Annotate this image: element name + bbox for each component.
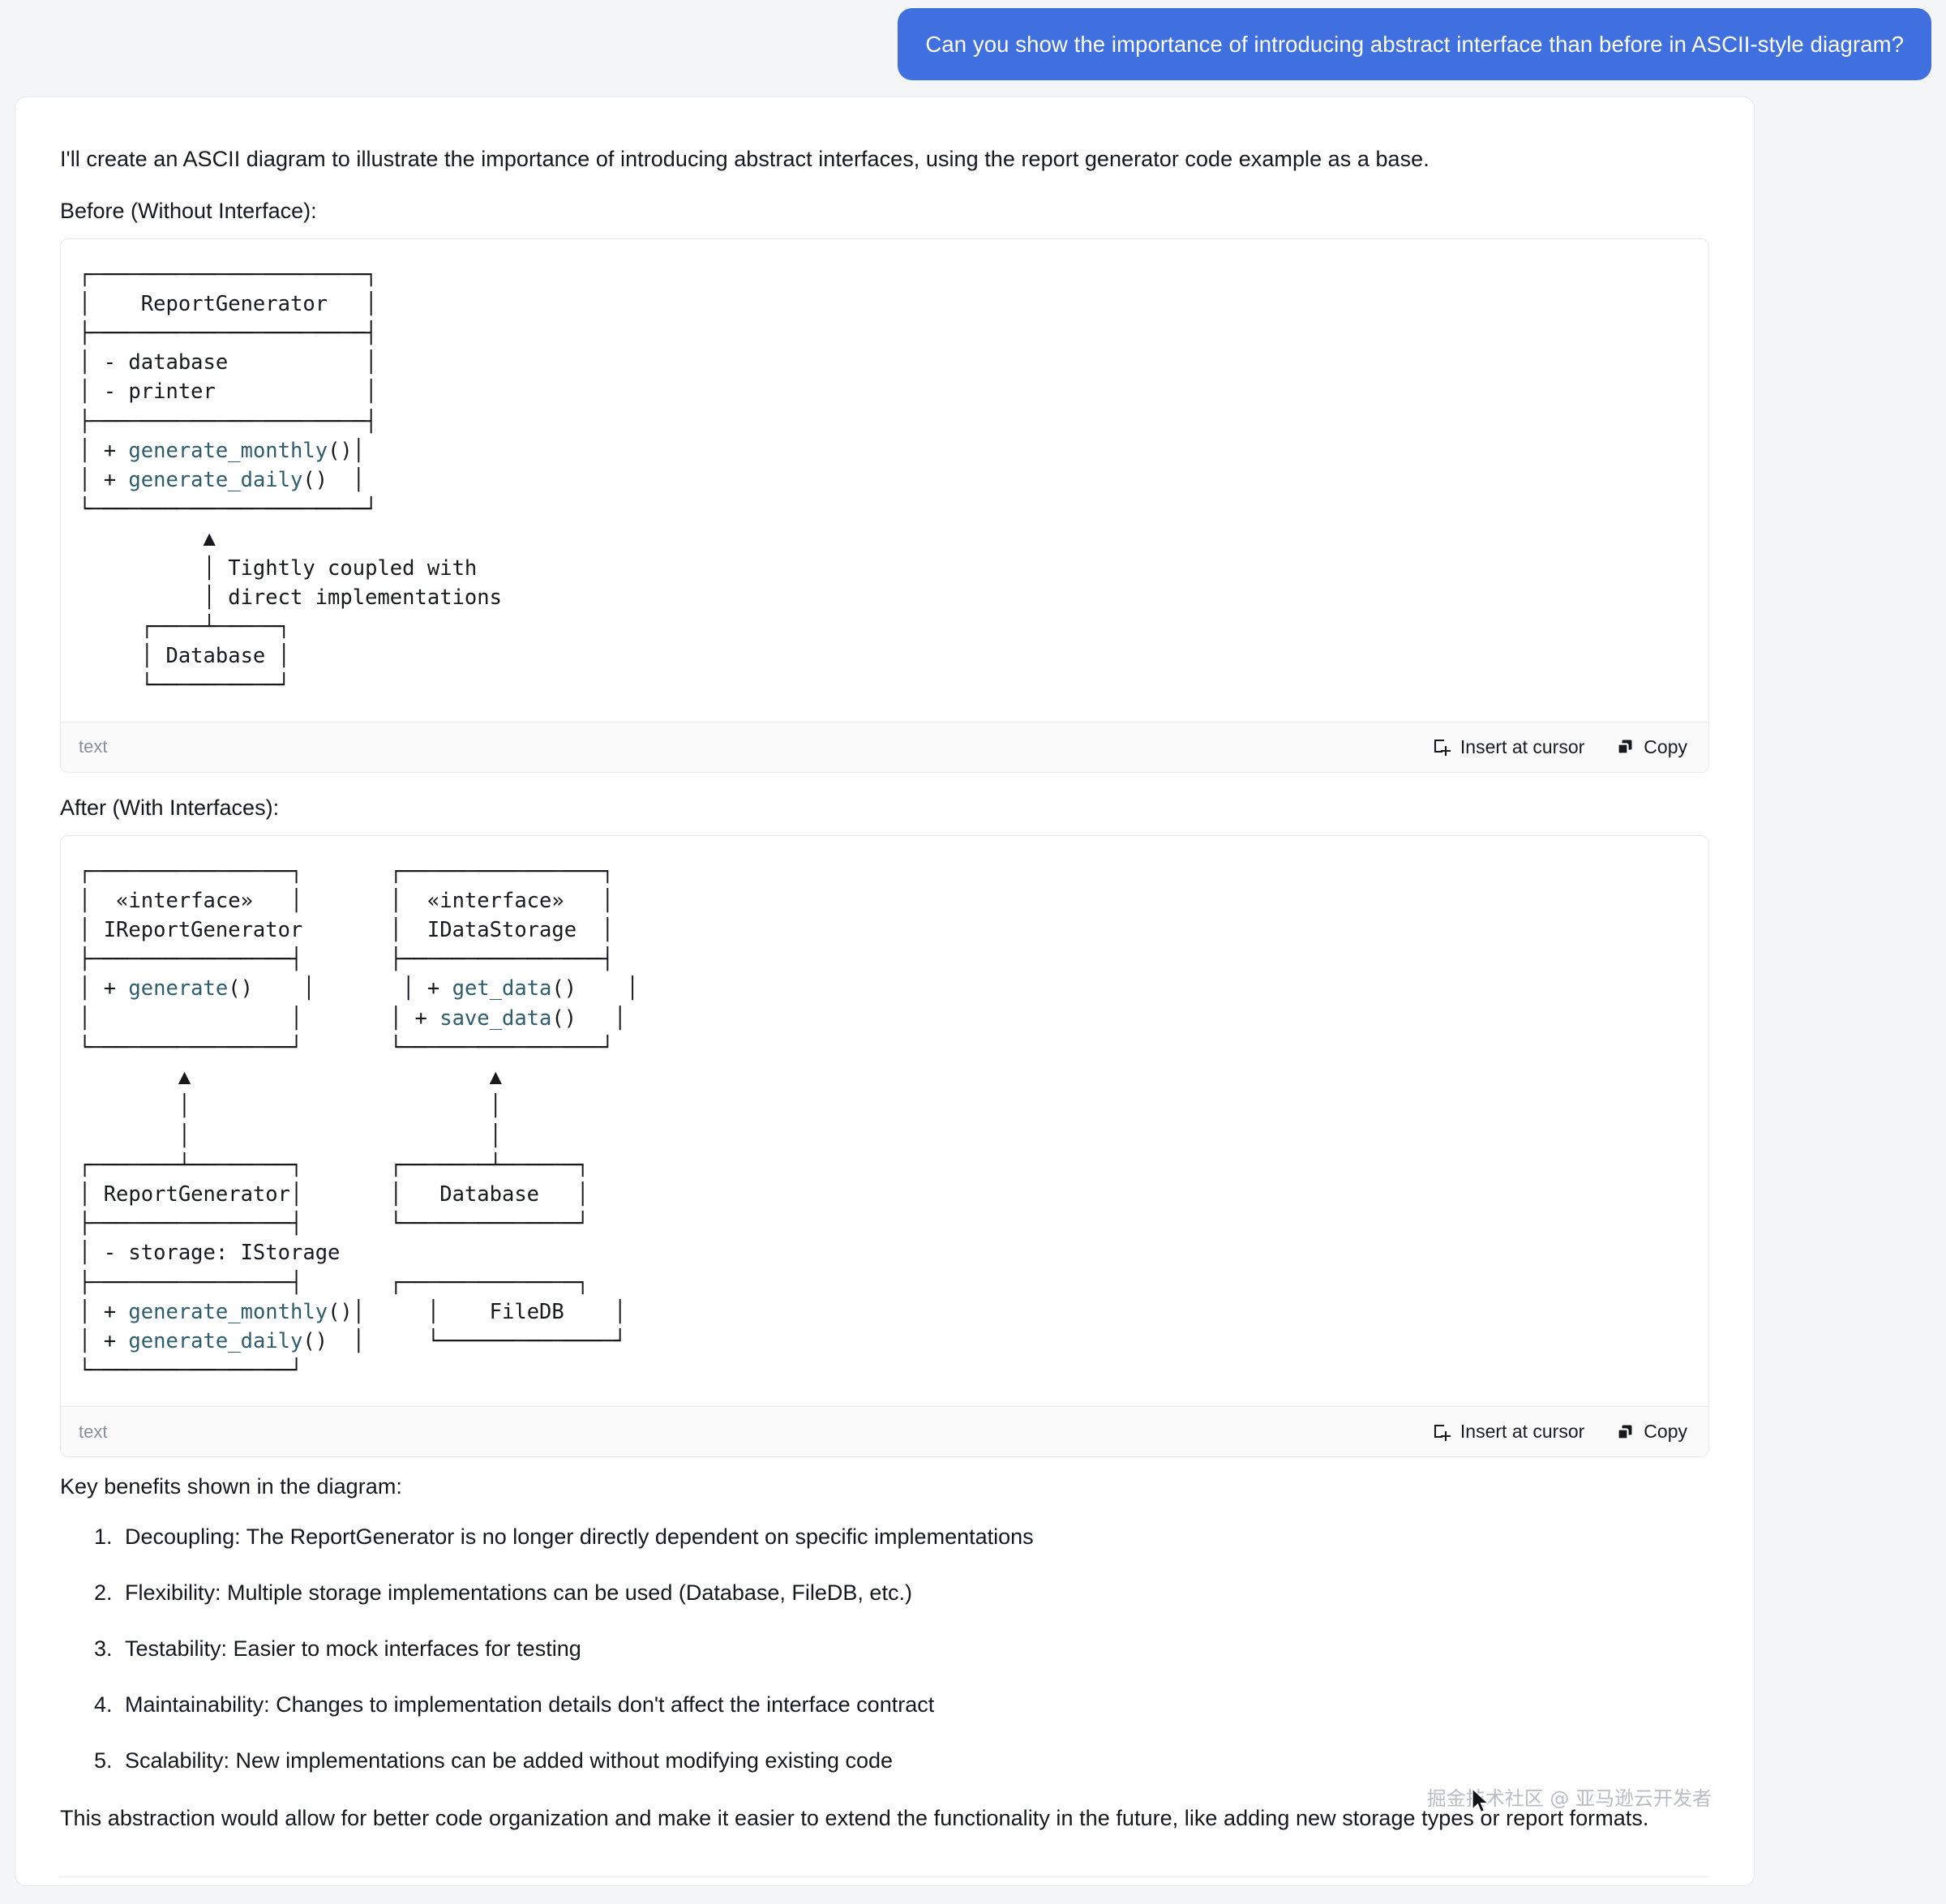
user-message-bubble: Can you show the importance of introduci… — [898, 8, 1931, 81]
insert-at-cursor-icon — [1432, 737, 1451, 757]
code-block-before-body: ┌──────────────────────┐ │ ReportGenerat… — [61, 238, 1708, 722]
watermark: 掘金技术社区 @ 亚马逊云开发者 — [1426, 1787, 1712, 1811]
code-language-label: text — [79, 736, 108, 757]
list-item: Flexibility: Multiple storage implementa… — [118, 1577, 1709, 1609]
assistant-intro-paragraph: I'll create an ASCII diagram to illustra… — [60, 147, 1429, 172]
insert-at-cursor-label: Insert at cursor — [1460, 1421, 1585, 1443]
copy-button[interactable]: Copy — [1615, 1421, 1687, 1443]
insert-at-cursor-button[interactable]: Insert at cursor — [1432, 736, 1584, 758]
insert-at-cursor-icon — [1432, 1422, 1451, 1442]
copy-icon — [1615, 1422, 1635, 1442]
code-footer-actions: Insert at cursor Copy — [1432, 1421, 1687, 1443]
list-item: Decoupling: The ReportGenerator is no lo… — [118, 1521, 1709, 1553]
copy-label: Copy — [1644, 735, 1687, 757]
code-block-before-footer: text Insert at cursor — [61, 721, 1708, 772]
copy-icon — [1615, 737, 1635, 757]
before-section-label: Before (Without Interface): — [60, 198, 317, 223]
assistant-message-card: I'll create an ASCII diagram to illustra… — [15, 96, 1755, 1887]
copy-button[interactable]: Copy — [1615, 736, 1687, 758]
benefits-heading: Key benefits shown in the diagram: — [60, 1474, 402, 1499]
code-language-label: text — [79, 1421, 108, 1442]
card-divider — [60, 1876, 1709, 1878]
list-item: Scalability: New implementations can be … — [118, 1745, 1709, 1777]
after-section-label: After (With Interfaces): — [60, 795, 280, 820]
code-block-after: ┌────────────────┐ ┌────────────────┐ │ … — [60, 834, 1709, 1458]
list-item: Maintainability: Changes to implementati… — [118, 1689, 1709, 1721]
user-message-row: Can you show the importance of introduci… — [0, 0, 1946, 81]
list-item: Testability: Easier to mock interfaces f… — [118, 1633, 1709, 1665]
closing-paragraph: This abstraction would allow for better … — [60, 1805, 1649, 1830]
ascii-diagram-after: ┌────────────────┐ ┌────────────────┐ │ … — [79, 859, 639, 1383]
code-block-before: ┌──────────────────────┐ │ ReportGenerat… — [60, 238, 1709, 773]
code-block-after-footer: text Insert at cursor — [61, 1406, 1708, 1457]
code-block-after-body: ┌────────────────┐ ┌────────────────┐ │ … — [61, 835, 1708, 1407]
code-footer-actions: Insert at cursor Copy — [1432, 736, 1687, 758]
ascii-diagram-before: ┌──────────────────────┐ │ ReportGenerat… — [79, 262, 502, 698]
copy-label: Copy — [1644, 1421, 1687, 1443]
insert-at-cursor-button[interactable]: Insert at cursor — [1432, 1421, 1584, 1443]
insert-at-cursor-label: Insert at cursor — [1460, 735, 1585, 757]
benefits-list: Decoupling: The ReportGenerator is no lo… — [60, 1521, 1709, 1777]
